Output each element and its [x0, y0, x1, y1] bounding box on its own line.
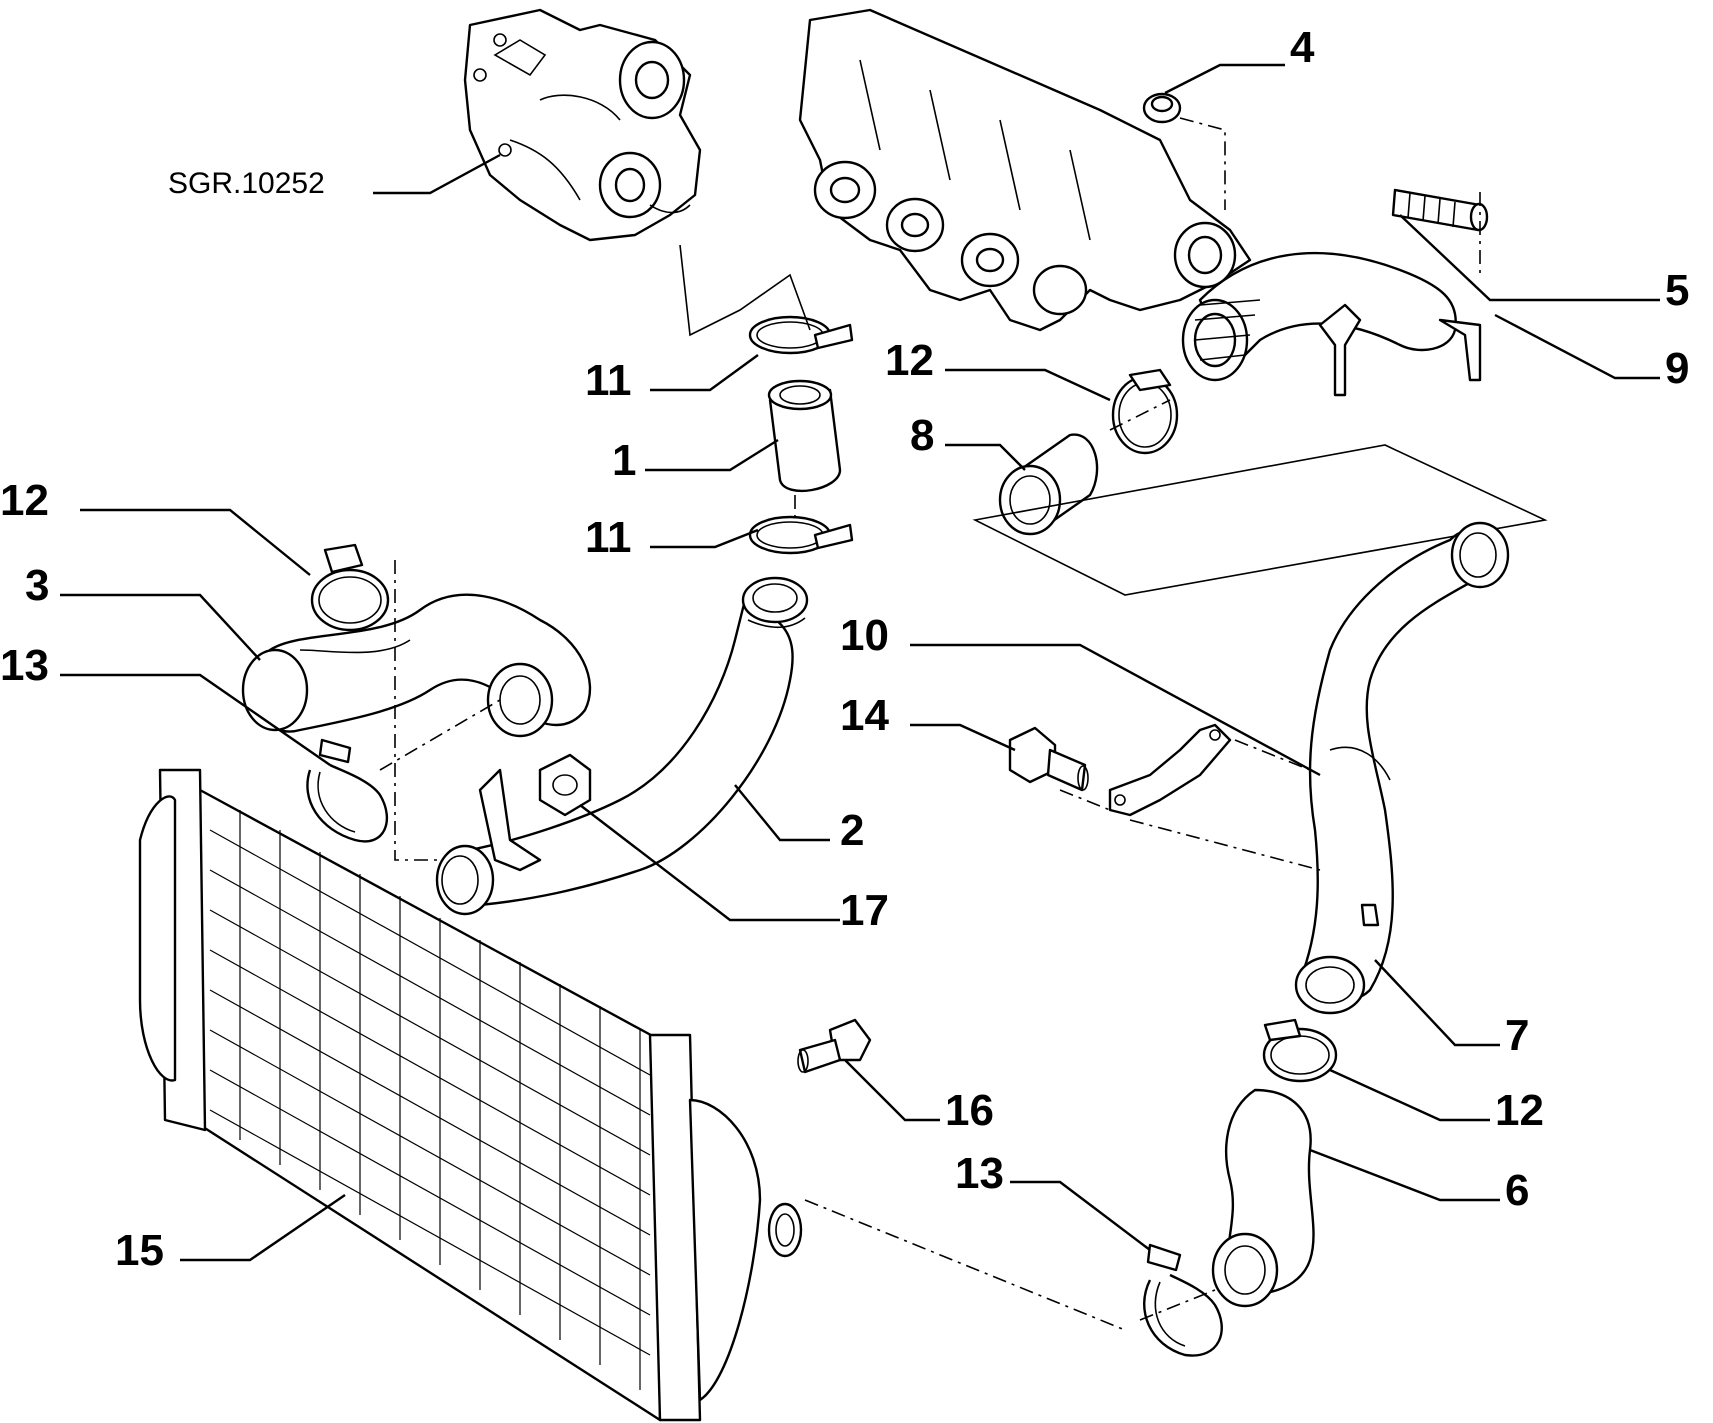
callout-17: 17: [840, 886, 889, 935]
part-9-intake-duct: [1181, 251, 1482, 397]
part-12-clamp-left: [310, 543, 390, 632]
callout-15: 15: [115, 1226, 164, 1275]
callout-6: 6: [1505, 1166, 1529, 1215]
part-13-clamp-left: [306, 738, 389, 843]
part-13-clamp-lower: [1143, 1243, 1223, 1357]
alignment-lines: [379, 117, 1481, 1331]
callout-8: 8: [910, 411, 934, 460]
callout-5: 5: [1665, 266, 1689, 315]
callout-13-lower: 13: [955, 1149, 1004, 1198]
part-6-curved-hose: [1211, 1088, 1315, 1308]
callout-1: 1: [612, 436, 636, 485]
part-12-clamp-upper: [1111, 368, 1179, 455]
part-3-bent-hose: [241, 593, 592, 738]
part-14-bolt: [1008, 726, 1089, 792]
callout-12-upper: 12: [885, 336, 934, 385]
part-11-clamp-lower: [748, 515, 854, 555]
assembly-frame: [972, 444, 1548, 596]
leader-lines: [60, 63, 1660, 1262]
callout-3: 3: [25, 561, 49, 610]
part-16-fitting: [797, 1018, 872, 1074]
part-12-clamp-lower: [1262, 1018, 1338, 1083]
part-4-cap: [1142, 92, 1182, 124]
callout-11-upper: 11: [585, 356, 632, 405]
callout-7: 7: [1505, 1011, 1529, 1060]
part-5-pin: [1391, 188, 1489, 232]
part-15-radiator: [138, 768, 803, 1422]
callout-14: 14: [840, 691, 889, 740]
part-8-sleeve: [998, 433, 1099, 536]
callout-12-lower: 12: [1495, 1086, 1544, 1135]
part-17-nut: [538, 753, 592, 817]
callout-12-left: 12: [0, 476, 49, 525]
callout-2: 2: [840, 806, 864, 855]
part-11-clamp-upper: [748, 315, 854, 355]
callout-11-lower: 11: [585, 513, 632, 562]
callout-13-left: 13: [0, 641, 49, 690]
turbocharger: [463, 8, 702, 242]
callout-16: 16: [945, 1086, 994, 1135]
callout-10: 10: [840, 611, 889, 660]
callout-9: 9: [1665, 344, 1689, 393]
intake-manifold: [798, 8, 1252, 332]
callout-4: 4: [1290, 23, 1315, 72]
part-10-bracket: [1108, 723, 1232, 817]
part-2-long-hose: [435, 576, 809, 916]
part-7-long-pipe: [1294, 521, 1510, 1015]
part-1-short-hose: [767, 379, 842, 493]
reference-code: SGR.10252: [168, 167, 325, 200]
